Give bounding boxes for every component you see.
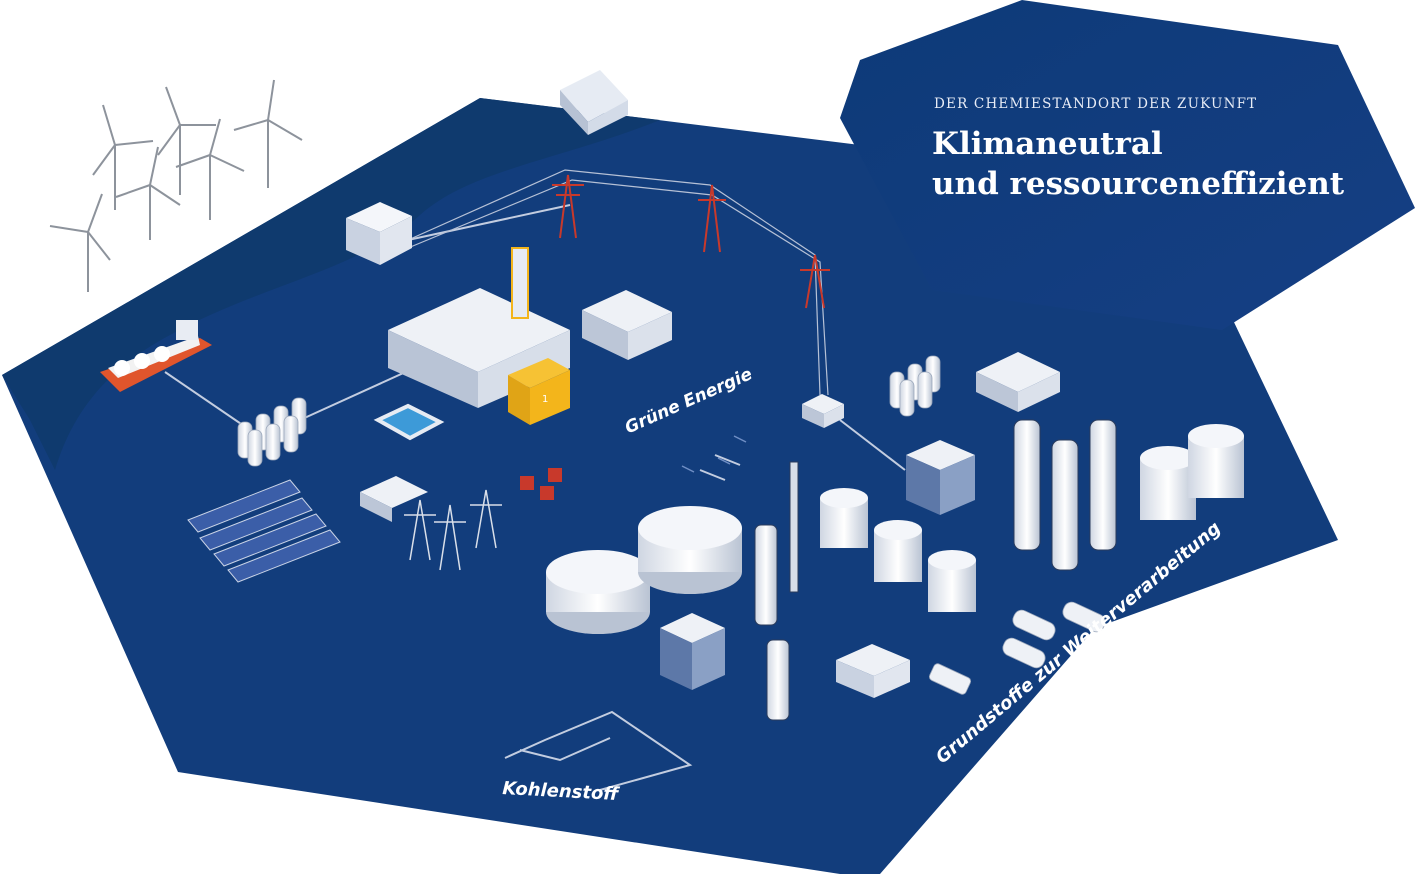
substation-building xyxy=(346,202,412,265)
page-kicker: DER CHEMIESTANDORT DER ZUKUNFT xyxy=(934,96,1258,112)
grid-substation xyxy=(360,468,562,571)
title-line-1: Klimaneutral xyxy=(932,126,1163,162)
plant-sign: 1 xyxy=(542,394,548,405)
title-line-2: und ressourceneffizient xyxy=(932,166,1345,202)
solar-panels xyxy=(187,479,341,583)
water-basin xyxy=(373,403,445,441)
switchgear xyxy=(802,394,844,428)
pipelines xyxy=(164,204,906,791)
water-area xyxy=(2,98,660,470)
distillation-columns xyxy=(754,419,1117,721)
page-title: Klimaneutral und ressourceneffizient xyxy=(932,124,1402,204)
power-lines xyxy=(407,169,829,396)
storage-tanks-right xyxy=(820,424,1244,612)
gas-cylinders-shore xyxy=(237,397,307,467)
title-panel-shape xyxy=(840,0,1415,330)
gas-cylinders-right xyxy=(889,355,941,417)
tanker-ship xyxy=(100,320,212,392)
title-panel: DER CHEMIESTANDORT DER ZUKUNFT Klimaneut… xyxy=(932,96,1402,204)
process-units xyxy=(660,440,975,698)
control-building xyxy=(976,352,1060,412)
power-plant: 1 xyxy=(388,247,570,425)
office-building xyxy=(582,290,672,360)
tanker-trucks xyxy=(928,601,1106,695)
storage-tanks-left xyxy=(546,506,742,634)
wind-turbines xyxy=(49,79,303,292)
flow-arrows xyxy=(681,435,747,473)
pylons xyxy=(552,174,830,309)
hydro-dam xyxy=(560,70,628,135)
